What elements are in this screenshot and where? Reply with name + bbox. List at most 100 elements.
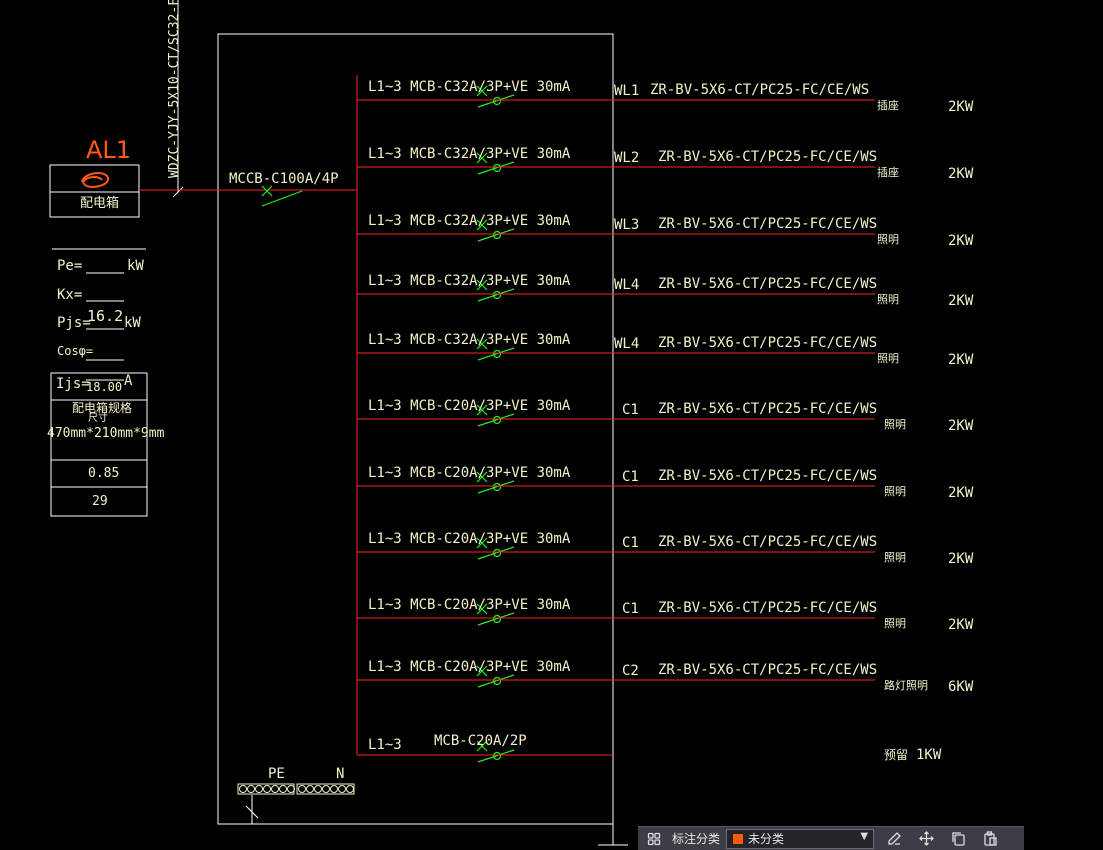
circuit-cable: ZR-BV-5X6-CT/PC25-FC/CE/WS [650, 82, 870, 98]
terminal-screw [338, 785, 346, 793]
category-select[interactable]: 未分类 ▼ [726, 828, 875, 849]
circuit-power: 2KW [948, 551, 974, 567]
terminal-screw [322, 785, 330, 793]
breaker-contact [492, 676, 502, 686]
breaker-x [476, 279, 488, 291]
spare-use: 预留 [884, 748, 909, 762]
circuit-breaker-symbol [476, 537, 515, 560]
circuit-cable: ZR-BV-5X6-CT/PC25-FC/CE/WS [658, 216, 878, 232]
terminal-screw [298, 785, 306, 793]
terminal-screw [287, 785, 295, 793]
box-spec-caption: 配电箱规格 [72, 401, 133, 415]
kx-label: Kx= [57, 287, 83, 303]
breaker-blade [477, 161, 515, 175]
circuit-power: 2KW [948, 233, 974, 249]
cos-label: Cosφ= [57, 344, 94, 358]
circuit-breaker-symbol [476, 471, 515, 494]
breaker-x [476, 603, 488, 615]
move-icon[interactable] [916, 829, 936, 849]
breaker-contact [492, 548, 502, 558]
circuit-id: C1 [622, 469, 639, 485]
circuit-breaker-label: L1~3 MCB-C20A/3P+VE 30mA [368, 597, 571, 613]
circuit-power: 2KW [948, 293, 974, 309]
circuit-use: 插座 [877, 166, 899, 179]
circuit-cable: ZR-BV-5X6-CT/PC25-FC/CE/WS [658, 335, 878, 351]
copy-icon[interactable] [948, 829, 968, 849]
circuit-breaker-label: L1~3 MCB-C20A/3P+VE 30mA [368, 465, 571, 481]
circuit-cable: ZR-BV-5X6-CT/PC25-FC/CE/WS [658, 600, 878, 616]
circuit-power: 2KW [948, 99, 974, 115]
ijs-label: Ijs= [56, 376, 90, 392]
breaker-x [476, 338, 488, 350]
circuit-power: 6KW [948, 679, 974, 695]
category-select-value: 未分类 [748, 832, 785, 846]
circuit-power: 2KW [948, 485, 974, 501]
edit-icon[interactable] [884, 829, 904, 849]
panel-frame [217, 33, 614, 825]
grid-icon[interactable] [644, 829, 664, 849]
spare-power: 1KW [916, 747, 942, 763]
breaker-contact [492, 614, 502, 624]
circuit-breaker-symbol [476, 338, 515, 361]
breaker-x [476, 471, 488, 483]
breaker-x [476, 740, 488, 752]
breaker-blade [261, 190, 303, 207]
circuit-power: 2KW [948, 617, 974, 633]
chevron-down-icon: ▼ [860, 830, 869, 842]
feeder-cable-label: WDZC-YJY-5X10-CT/SC32-F [167, 0, 182, 178]
terminal-screw [247, 785, 255, 793]
category-color-swatch [732, 832, 745, 845]
main-breaker-label: MCCB-C100A/4P [229, 171, 339, 187]
circuit-breaker-symbol [476, 152, 515, 175]
terminal-screw [306, 785, 314, 793]
circuit-cable: ZR-BV-5X6-CT/PC25-FC/CE/WS [658, 468, 878, 484]
breaker-contact [492, 163, 502, 173]
table-cos-value: 0.85 [88, 466, 120, 481]
terminal-screw [330, 785, 338, 793]
circuit-use: 照明 [877, 233, 899, 246]
circuit-breaker-label: L1~3 MCB-C20A/3P+VE 30mA [368, 398, 571, 414]
n-terminal-label: N [336, 766, 345, 782]
circuit-use: 照明 [884, 617, 906, 630]
breaker-contact [492, 751, 502, 761]
terminal-screw [314, 785, 322, 793]
breaker-x [476, 219, 488, 231]
circuit-id: C2 [622, 663, 639, 679]
toolbar-label: 标注分类 [672, 832, 721, 846]
circuit-cable: ZR-BV-5X6-CT/PC25-FC/CE/WS [658, 534, 878, 550]
breaker-x [476, 665, 488, 677]
calc-table-frame [50, 372, 148, 517]
terminal-screw [271, 785, 279, 793]
terminal-screw [346, 785, 354, 793]
circuit-breaker-symbol [476, 85, 515, 108]
breaker-contact [492, 482, 502, 492]
breaker-x [476, 404, 488, 416]
box-dimensions: 470mm*210mm*9mm [47, 426, 165, 441]
circuit-id: WL4 [614, 277, 640, 293]
circuit-breaker-symbol [476, 603, 515, 626]
pjs-label: Pjs= [57, 315, 91, 331]
circuit-id: WL3 [614, 217, 640, 233]
breaker-contact [492, 290, 502, 300]
box-symbol-frame [49, 164, 140, 218]
circuit-id: C1 [622, 402, 639, 418]
circuit-breaker-label: L1~3 MCB-C32A/3P+VE 30mA [368, 332, 571, 348]
circuit-breaker-symbol [476, 219, 515, 242]
pe-label: Pe= [57, 258, 83, 274]
paste-icon[interactable] [980, 829, 1000, 849]
breaker-blade [477, 674, 515, 688]
circuit-breaker-label: L1~3 MCB-C32A/3P+VE 30mA [368, 79, 571, 95]
circuit-cable: ZR-BV-5X6-CT/PC25-FC/CE/WS [658, 149, 878, 165]
circuit-id: C1 [622, 535, 639, 551]
circuit-power: 2KW [948, 352, 974, 368]
breaker-contact [492, 415, 502, 425]
spare-phase: L1~3 [368, 737, 402, 753]
terminal-screw [279, 785, 287, 793]
breaker-contact [492, 349, 502, 359]
circuit-breaker-label: L1~3 MCB-C32A/3P+VE 30mA [368, 213, 571, 229]
circuit-breaker-symbol [476, 404, 515, 427]
ijs-unit: A [124, 373, 133, 389]
circuit-breaker-symbol [476, 279, 515, 302]
box-symbol-label: 配电箱 [80, 196, 120, 211]
spare-breaker-label: MCB-C20A/2P [434, 733, 527, 749]
